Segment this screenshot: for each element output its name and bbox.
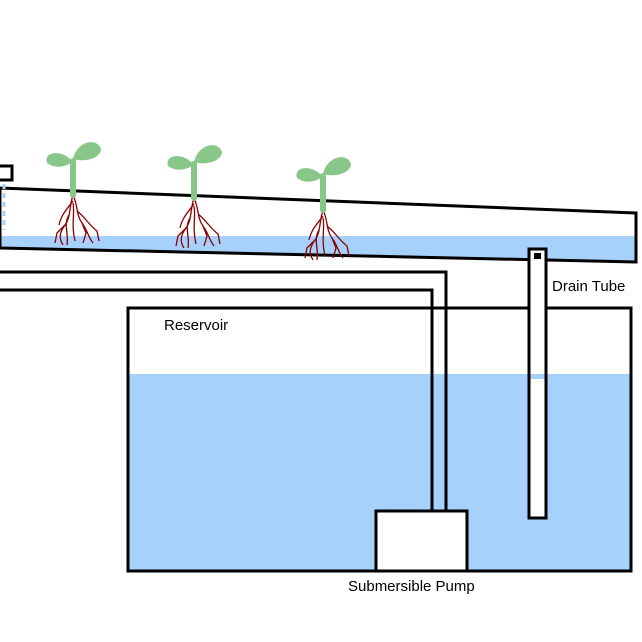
drain-tube-label: Drain Tube bbox=[552, 278, 625, 295]
plant-leaf-right bbox=[194, 145, 222, 164]
plant-leaf-right bbox=[73, 142, 101, 161]
plant-leaf-right bbox=[323, 157, 351, 176]
inlet-stub bbox=[0, 164, 14, 230]
reservoir-label: Reservoir bbox=[164, 317, 228, 334]
submersible-pump-label: Submersible Pump bbox=[348, 578, 475, 595]
plant-1 bbox=[46, 142, 101, 246]
plant-leaf-left bbox=[167, 156, 194, 170]
grow-channel bbox=[0, 186, 638, 264]
channel-water bbox=[0, 236, 636, 262]
feed-pipe bbox=[0, 270, 448, 511]
plant-2 bbox=[167, 145, 222, 249]
plant-roots bbox=[54, 194, 100, 246]
plant-roots bbox=[304, 209, 350, 261]
plant-leaf-left bbox=[46, 153, 73, 167]
plant-3 bbox=[296, 157, 351, 261]
drain-tube bbox=[527, 247, 548, 520]
submersible-pump bbox=[374, 509, 469, 573]
plant-leaf-left bbox=[296, 168, 323, 182]
channel-outline bbox=[0, 186, 638, 264]
plant-roots bbox=[175, 197, 221, 249]
plants bbox=[46, 142, 351, 261]
